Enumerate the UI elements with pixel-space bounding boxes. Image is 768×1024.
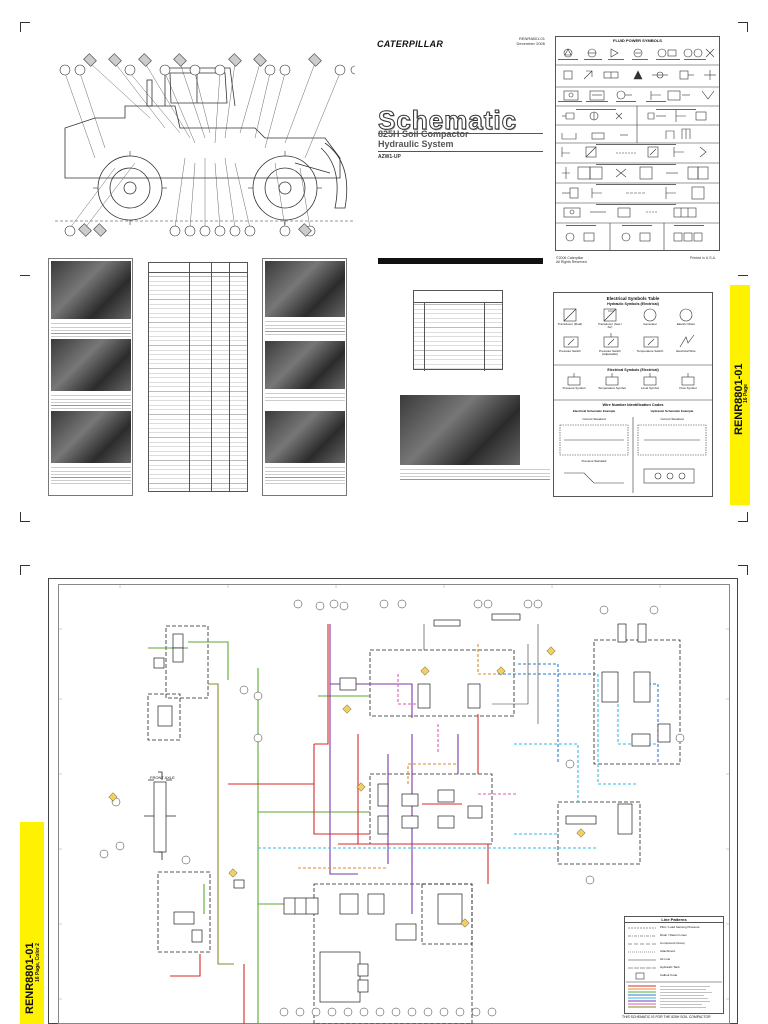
line-pattern-label-1: Pilot / Load Sensing Pressure — [660, 925, 700, 929]
line-pattern-label-6: Hydraulic Tank — [660, 965, 680, 969]
hydraulic-symbol-label-6: Pressure Switch (Adjustable) — [599, 349, 621, 357]
bottom-tab-pages: 16 Page, Color 2 — [35, 943, 41, 982]
table-header — [149, 263, 247, 273]
photo-caption-6 — [265, 465, 345, 487]
electrical-symbol-label-2: Temperature Symbol — [598, 386, 626, 390]
side-tab-pages: 16 Page — [743, 384, 749, 403]
hydraulic-schematic — [58, 584, 730, 1024]
document-number: RENR8801-01 — [518, 36, 545, 41]
subtitle-line-2: Hydraulic System — [378, 139, 454, 149]
copyright-line-1: ©2006 Caterpillar — [556, 256, 584, 260]
line-patterns-samples — [626, 927, 722, 1008]
crop-mark-mid-right — [738, 275, 748, 285]
hydraulic-symbol-label-8: Electrical Wire — [676, 349, 696, 353]
photo-caption-1 — [51, 321, 131, 337]
photo-caption-5 — [265, 391, 345, 403]
hydraulic-symbol-label-3: Generator — [643, 322, 657, 326]
crop-mark-lower-right — [738, 512, 748, 522]
crop-mark-top-left — [20, 22, 30, 32]
copyright: ©2006 Caterpillar All Rights Reserved — [556, 256, 587, 264]
hydraulic-symbol-label-4: Electric Motor — [676, 322, 696, 326]
connector-table-col-2 — [484, 303, 485, 371]
hydraulic-symbol-label-5: Pressure Switch — [559, 349, 581, 353]
machine-illustration — [55, 53, 355, 237]
printed-in: Printed in U.S.A. — [690, 256, 716, 260]
photo-column-right — [262, 258, 347, 496]
line-pattern-label-7: Callout Code — [660, 973, 678, 977]
crop-mark-sheet2-left — [20, 565, 30, 575]
component-photo-3 — [51, 411, 131, 463]
hydraulic-symbol-label-1: Transducer (Fluid) — [557, 322, 583, 326]
hydraulic-symbol-label-7: Temperature Switch — [636, 349, 664, 353]
subtitle-line-1: 825H Soil Compactor — [378, 129, 469, 139]
line-patterns-title: Line Patterns — [625, 917, 723, 923]
fluid-power-symbols-grid — [556, 48, 719, 250]
component-photo-1 — [51, 261, 131, 319]
table-col-1 — [189, 263, 190, 491]
title-rule-mid — [378, 151, 543, 152]
document-code: RENR8801-01 December 2006 — [505, 36, 545, 46]
component-photo-4 — [265, 261, 345, 317]
hydraulic-symbol-label-2: Transducer (Gas / Air) — [597, 322, 623, 330]
title-rule-top — [378, 133, 543, 134]
table-col-3 — [229, 263, 230, 491]
brand-logo: CATERPILLAR — [377, 39, 444, 49]
electrical-symbol-label-4: Flow Symbol — [679, 386, 697, 390]
component-photo-7 — [400, 395, 520, 465]
front-axle-label: FRONT AXLE — [150, 775, 175, 780]
serial-prefix: AZW1-UP — [378, 154, 401, 160]
crop-mark-lower-left — [20, 512, 30, 522]
line-pattern-label-5: Air Line — [660, 957, 671, 961]
copyright-line-2: All Rights Reserved — [556, 260, 587, 264]
line-pattern-label-2: Drain / Return Lines — [660, 933, 687, 937]
document-date: December 2006 — [516, 41, 545, 46]
component-location-table — [148, 262, 248, 492]
photo-caption-7 — [400, 467, 550, 481]
table-col-2 — [211, 263, 212, 491]
bottom-tab: RENR8801-01 16 Page, Color 2 — [20, 822, 44, 1024]
hydraulic-electrical-title: Hydraulic Symbols (Electrical) — [607, 302, 659, 306]
component-photo-2 — [51, 339, 131, 391]
electrical-schematic-example: Electrical Schematic Example — [572, 409, 616, 413]
line-pattern-label-3: Component Group — [660, 941, 685, 945]
current-standard-label-electrical: Current Standard — [582, 417, 606, 421]
electrical-symbol-label-3: Level Symbol — [640, 386, 659, 390]
photo-column-left — [48, 258, 133, 496]
connector-table-header — [414, 291, 502, 303]
electrical-symbols-title: Electrical Symbols Table — [606, 296, 660, 301]
connector-table — [413, 290, 503, 371]
crop-mark-top-right — [738, 22, 748, 32]
page-title: Schematic — [377, 105, 518, 136]
electrical-electrical-title: Electrical Symbols (Electrical) — [607, 368, 659, 372]
photo-caption-2 — [51, 393, 131, 409]
footer-note: THIS SCHEMATIC IS FOR THE 825H SOIL COMP… — [622, 1015, 711, 1019]
electrical-symbols-grid — [554, 308, 712, 493]
side-tab: RENR8801-01 16 Page — [730, 285, 750, 505]
connector-table-col-1 — [424, 303, 425, 371]
photo-caption-3 — [51, 465, 131, 487]
electrical-symbol-label-1: Pressure Symbol — [562, 386, 586, 390]
photo-caption-4 — [265, 319, 345, 337]
wire-number-title: Wire Number Identification Codes — [602, 403, 664, 407]
electrical-symbols-table: Electrical Symbols Table Hydraulic Symbo… — [553, 292, 713, 497]
previous-standard-label: Previous Standard — [581, 459, 607, 463]
subtitle: 825H Soil Compactor Hydraulic System — [378, 129, 469, 149]
crop-mark-sheet2-right — [738, 565, 748, 575]
current-standard-label-hydraulic: Current Standard — [660, 417, 684, 421]
hydraulic-schematic-example: Hydraulic Schematic Example — [650, 409, 694, 413]
fluid-power-symbols-title: FLUID POWER SYMBOLS — [613, 38, 662, 43]
component-photo-5 — [265, 341, 345, 389]
component-photo-6 — [265, 411, 345, 463]
title-black-bar — [378, 258, 543, 264]
crop-mark-mid-left — [20, 275, 30, 285]
line-pattern-label-4: Attachment — [660, 949, 676, 953]
